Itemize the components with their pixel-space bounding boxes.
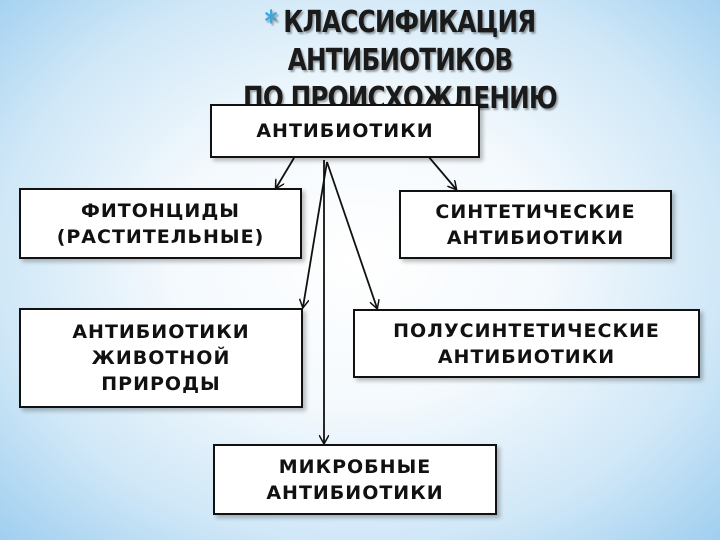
- node-label: АНТИБИОТИКИ: [266, 481, 444, 504]
- node-label: ПОЛУСИНТЕТИЧЕСКИЕ: [393, 319, 660, 342]
- node-microbial: МИКРОБНЫЕ АНТИБИОТИКИ: [213, 444, 497, 515]
- arrow-to-semisynthetic: [326, 161, 377, 308]
- node-label: СИНТЕТИЧЕСКИЕ: [435, 200, 636, 223]
- node-label: АНТИБИОТИКИ: [72, 321, 250, 343]
- arrow-to-synthetic: [427, 155, 456, 189]
- arrow-to-phytoncides: [276, 157, 295, 188]
- node-synthetic: СИНТЕТИЧЕСКИЕ АНТИБИОТИКИ: [399, 190, 672, 259]
- node-label: АНТИБИОТИКИ: [437, 345, 616, 368]
- node-label: ПРИРОДЫ: [101, 373, 221, 395]
- node-label: АНТИБИОТИКИ: [256, 120, 434, 142]
- node-phytoncides: ФИТОНЦИДЫ (РАСТИТЕЛЬНЫЕ): [19, 188, 302, 259]
- node-antibiotics-root: АНТИБИОТИКИ: [210, 104, 480, 158]
- node-label: ЖИВОТНОЙ: [91, 347, 231, 369]
- node-label: ФИТОНЦИДЫ: [81, 199, 240, 222]
- title-line-1: *КЛАССИФИКАЦИЯ АНТИБИОТИКОВ: [264, 5, 537, 78]
- bullet-star-icon: *: [264, 5, 278, 40]
- node-label: (РАСТИТЕЛЬНЫЕ): [56, 225, 265, 248]
- arrow-to-animal: [303, 161, 328, 307]
- node-label: МИКРОБНЫЕ: [278, 455, 432, 478]
- node-animal-origin: АНТИБИОТИКИ ЖИВОТНОЙ ПРИРОДЫ: [19, 308, 303, 408]
- node-semisynthetic: ПОЛУСИНТЕТИЧЕСКИЕ АНТИБИОТИКИ: [353, 309, 700, 378]
- node-label: АНТИБИОТИКИ: [446, 226, 625, 249]
